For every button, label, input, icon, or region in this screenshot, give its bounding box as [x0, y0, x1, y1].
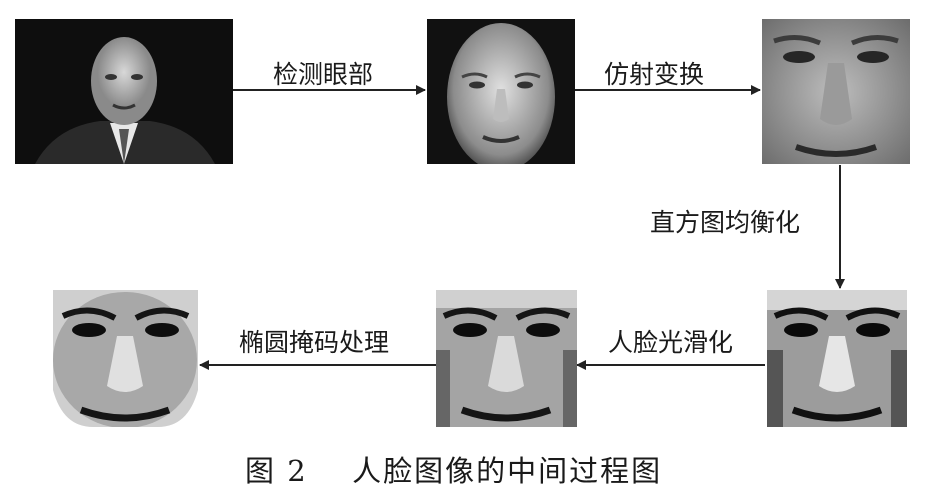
- label-detect-eyes: 检测眼部: [273, 60, 374, 89]
- figure-title: 人脸图像的中间过程图: [352, 454, 663, 488]
- figure-number: 图 2: [245, 454, 308, 488]
- label-smooth: 人脸光滑化: [608, 328, 734, 357]
- original-photo: [15, 19, 233, 164]
- label-hist-eq: 直方图均衡化: [650, 208, 801, 237]
- cropped-face: [427, 19, 575, 164]
- equalized-face: [767, 290, 907, 427]
- ellipse-masked-face: [53, 290, 198, 427]
- affine-transformed-face: [762, 19, 910, 164]
- smoothed-face: [436, 290, 577, 427]
- figure-caption: 图 2 人脸图像的中间过程图: [245, 448, 662, 490]
- label-affine: 仿射变换: [604, 60, 705, 89]
- label-ellipse-mask: 椭圆掩码处理: [239, 328, 390, 357]
